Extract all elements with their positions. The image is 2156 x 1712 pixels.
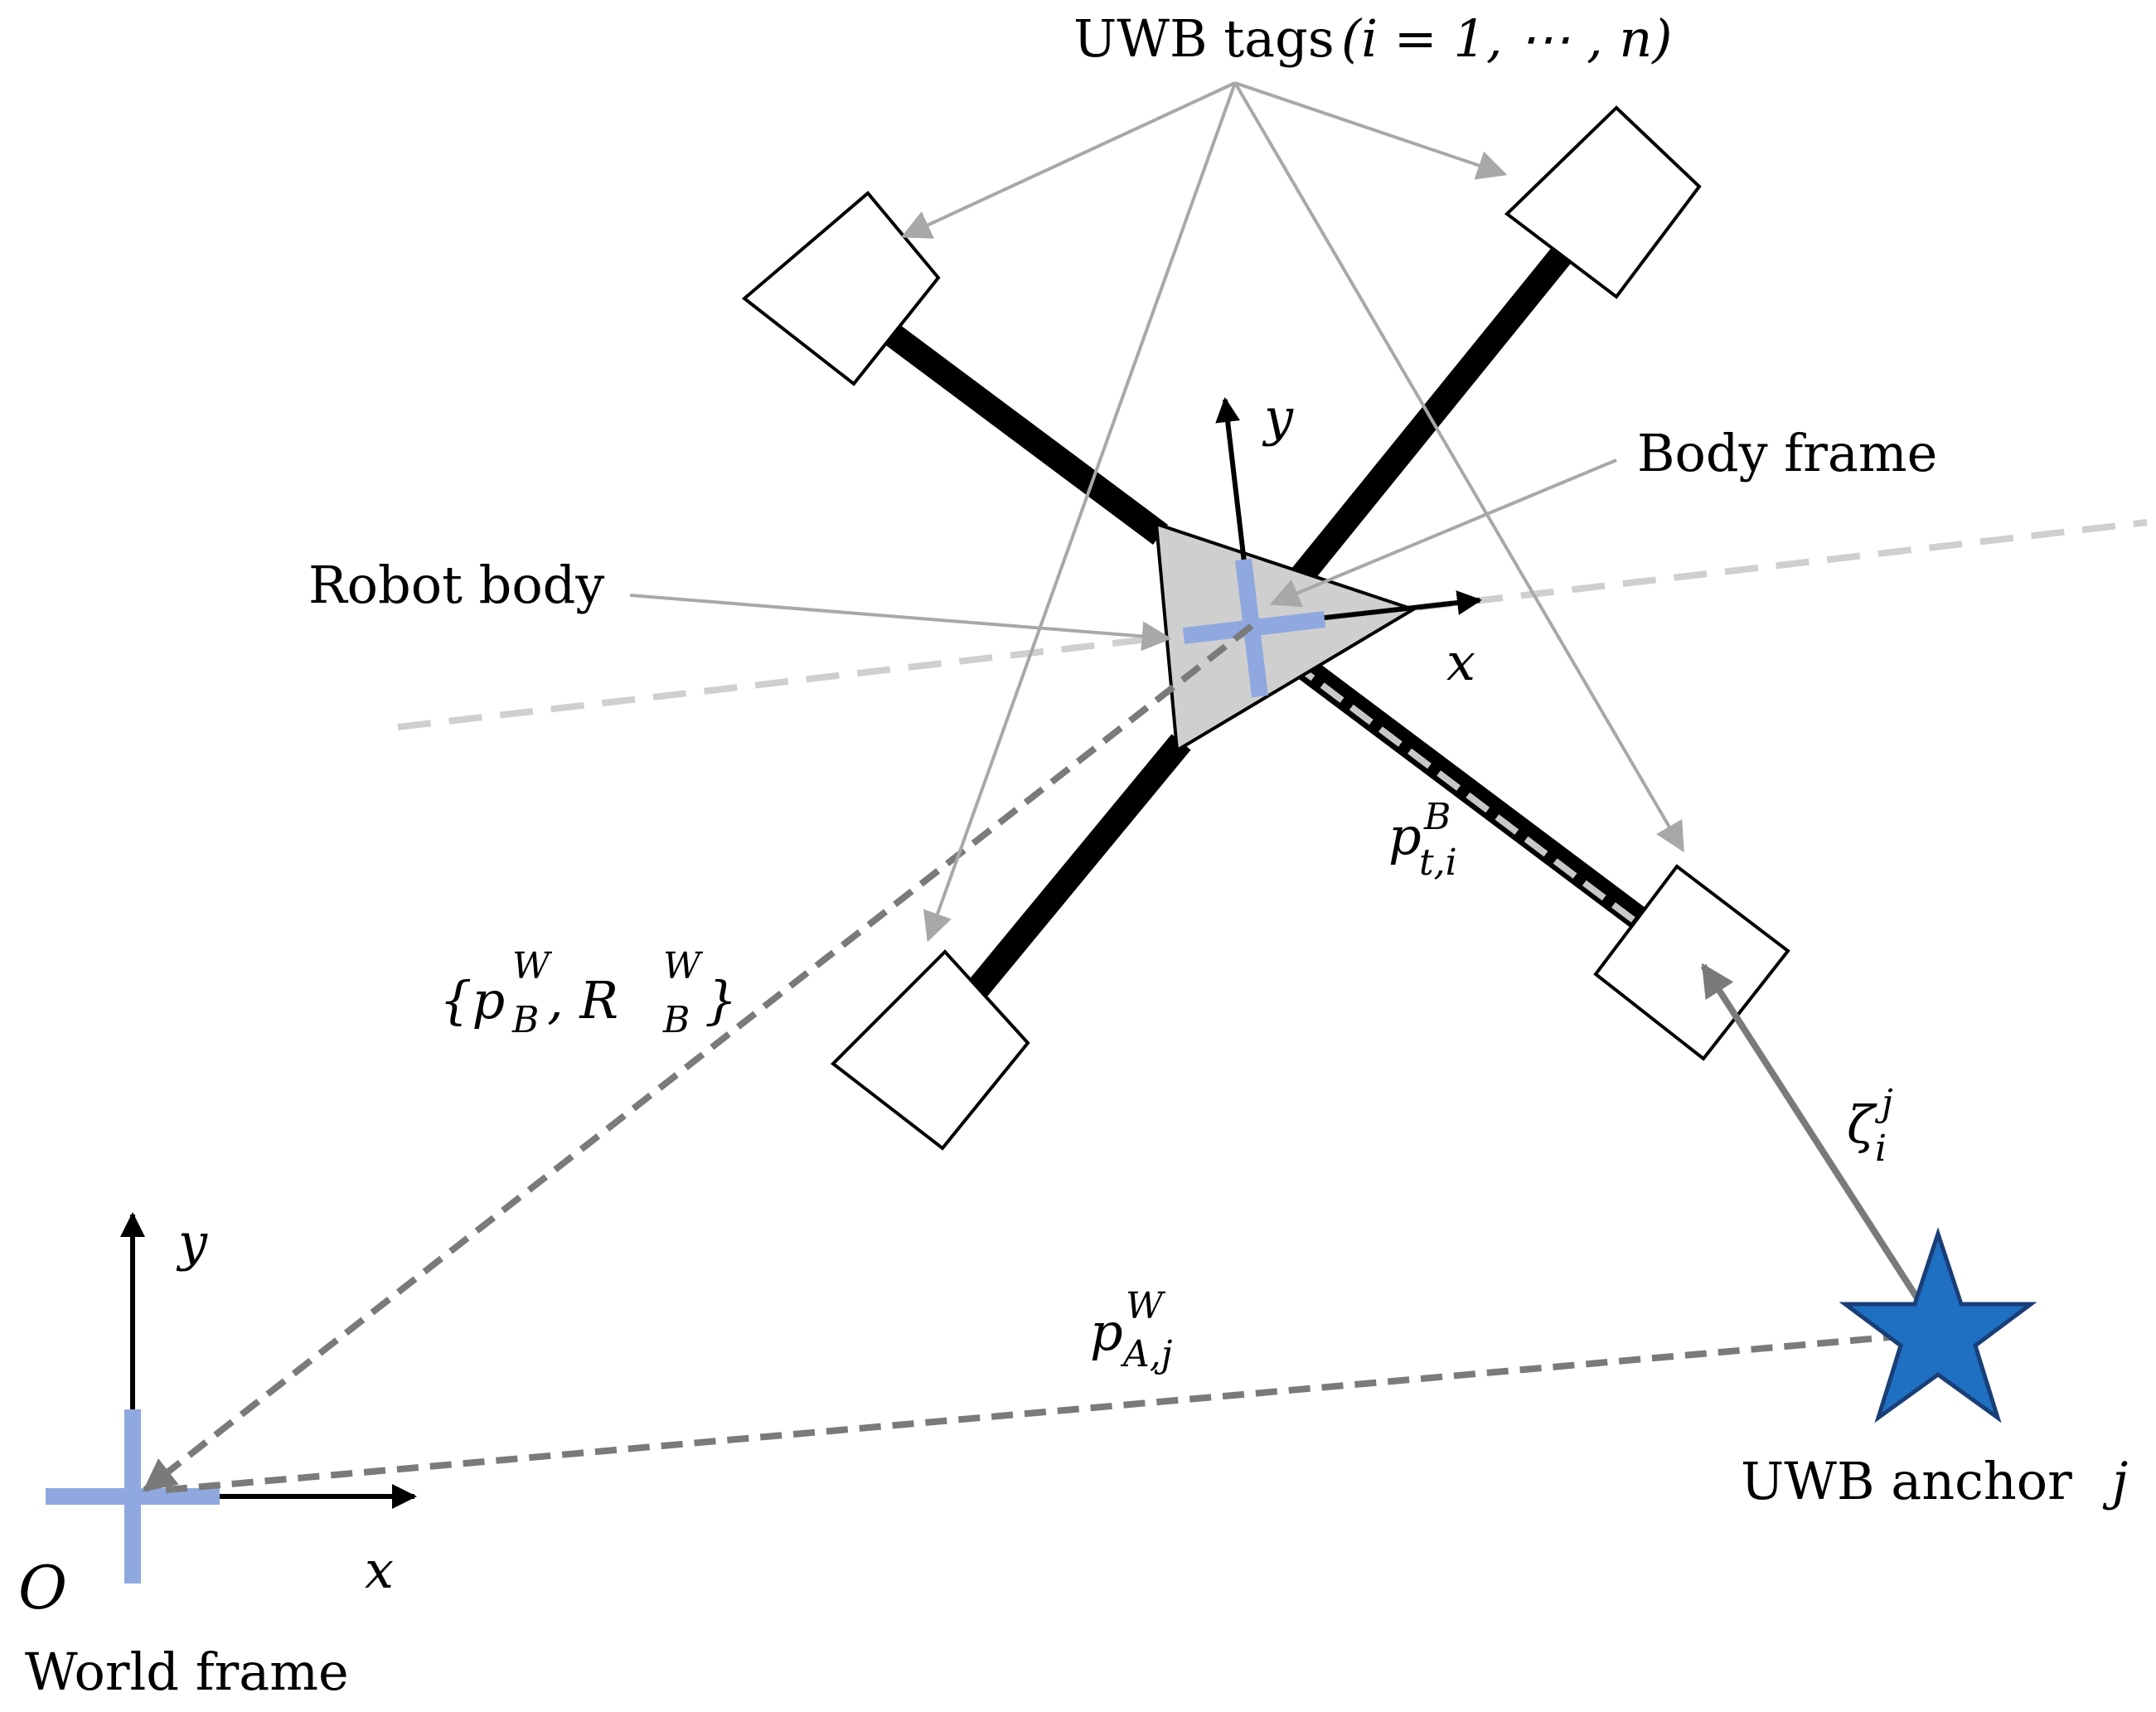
arm-upper-right	[1291, 240, 1577, 584]
leader-robot-body	[629, 594, 1172, 652]
svg-text:A,j: A,j	[1120, 1333, 1172, 1375]
svg-text:{p: {p	[439, 970, 505, 1031]
svg-text:i: i	[1875, 1128, 1887, 1170]
leader-tags-upper-right	[1234, 81, 1508, 180]
uwb-tag-upper-left	[741, 191, 941, 386]
robot-body-label: Robot body	[308, 555, 604, 615]
leader-tags-lower-right	[1233, 81, 1684, 853]
body-x-label: x	[1446, 632, 1475, 692]
uwb-tag-upper-right	[1504, 105, 1702, 299]
svg-text:p: p	[1388, 806, 1422, 866]
range-label: ζ j i	[1847, 1082, 1893, 1170]
svg-text:W: W	[1126, 1285, 1166, 1327]
arm-upper-left	[875, 317, 1168, 546]
svg-text:p: p	[1090, 1302, 1123, 1362]
arm-lower-left	[956, 734, 1191, 1011]
uwb-tags-range-label: (i = 1, ⋯ , n)	[1341, 8, 1673, 69]
svg-text:W: W	[512, 945, 553, 987]
svg-text:B: B	[511, 999, 539, 1041]
uwb-tags-label: UWB tags	[1073, 8, 1335, 69]
leader-tags-lower-left	[923, 82, 1237, 943]
world-frame-cross	[46, 1409, 220, 1583]
uwb-tag-lower-left	[830, 949, 1030, 1151]
body-frame-label: Body frame	[1637, 423, 1937, 483]
uwb-anchor-star	[1839, 1227, 2037, 1423]
svg-text:B: B	[1423, 796, 1451, 838]
tag-position-label: p B t,i	[1388, 796, 1457, 884]
body-y-label: y	[1262, 387, 1294, 448]
body-pose-vector	[142, 623, 1254, 1493]
leader-body-frame	[1269, 458, 1617, 608]
leader-tags-upper-left	[900, 81, 1236, 239]
svg-text:B: B	[662, 999, 690, 1041]
robot-arms	[875, 240, 1649, 1011]
svg-text:, R: , R	[547, 970, 618, 1031]
range-measurement-arrow	[1700, 963, 1939, 1330]
uwb-anchor-label: UWB anchor	[1741, 1451, 2072, 1511]
tag-position-vector	[1291, 660, 1694, 967]
anchor-position-label: p W A,j	[1090, 1285, 1172, 1375]
anchor-index-label: j	[2102, 1451, 2128, 1511]
svg-text:ζ: ζ	[1847, 1094, 1877, 1155]
world-x-label: x	[365, 1540, 394, 1600]
svg-text:}: }	[705, 970, 737, 1031]
arm-lower-right	[1286, 649, 1649, 930]
origin-label: O	[18, 1553, 67, 1622]
leader-lines	[629, 81, 1684, 943]
svg-text:t,i: t,i	[1419, 841, 1457, 884]
world-y-label: y	[176, 1212, 208, 1273]
anchor-position-vector	[165, 1319, 1939, 1493]
svg-text:j: j	[1874, 1082, 1893, 1124]
svg-text:W: W	[663, 945, 704, 987]
world-frame-label: World frame	[25, 1642, 349, 1702]
body-pose-label: {p W B , R W B }	[439, 945, 737, 1041]
